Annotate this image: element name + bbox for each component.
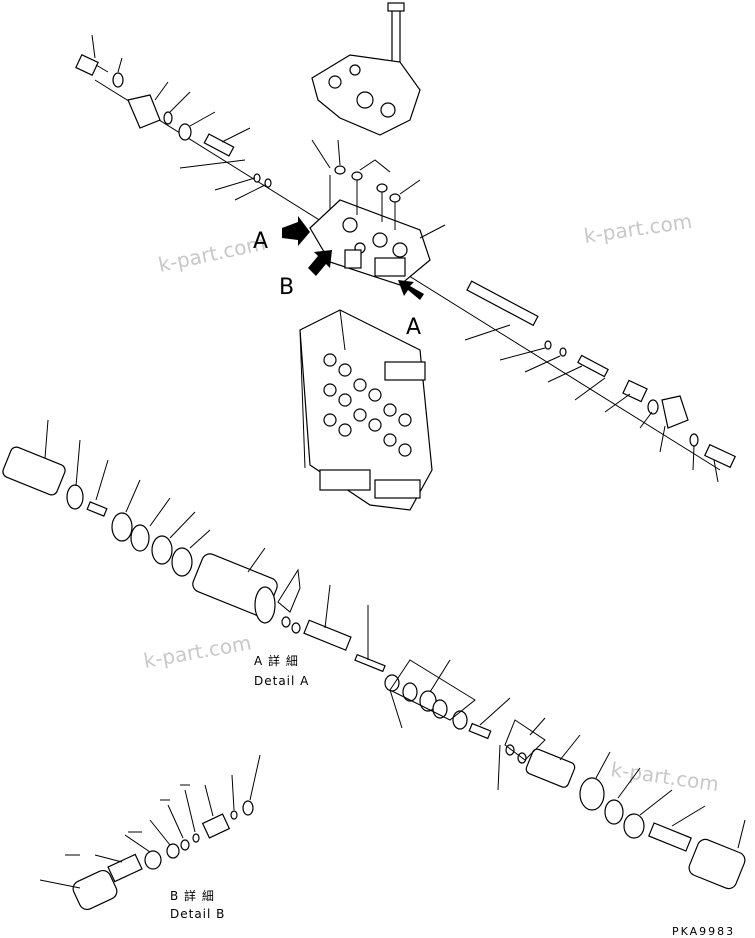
detail-b-caption-jp: B 詳 細 xyxy=(170,888,215,903)
view-label-a-bottom: A xyxy=(406,315,421,340)
drawing-code: PKA9983 xyxy=(672,925,735,938)
control-valve-stack xyxy=(299,309,433,511)
watermark-4: k-part.com xyxy=(609,757,720,796)
top-bolt xyxy=(387,2,405,66)
watermark-1: k-part.com xyxy=(156,231,268,277)
detail-a-caption-jp: A 詳 細 xyxy=(254,653,299,668)
view-label-b: B xyxy=(279,275,294,300)
valve-section-block xyxy=(309,139,446,286)
view-arrows xyxy=(282,216,424,300)
upper-left-parts xyxy=(75,34,272,201)
detail-b-parts xyxy=(39,754,261,911)
detail-a-parts xyxy=(2,419,746,890)
watermark-3: k-part.com xyxy=(142,630,253,673)
arrow-a-top xyxy=(282,216,310,246)
view-label-a-top: A xyxy=(253,229,268,254)
arrow-b xyxy=(308,250,332,276)
detail-b-caption-en: Detail B xyxy=(170,907,225,921)
right-spool-parts xyxy=(464,280,737,483)
watermark-2: k-part.com xyxy=(582,209,693,248)
detail-a-caption-en: Detail A xyxy=(254,674,309,688)
arrow-a-bottom xyxy=(398,280,424,300)
top-cover-block xyxy=(311,54,421,136)
